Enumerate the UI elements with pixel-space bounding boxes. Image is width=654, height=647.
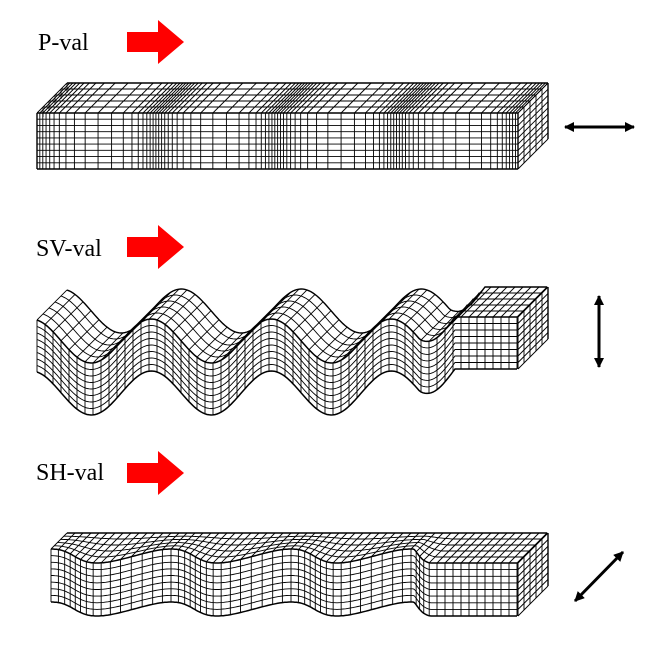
sv-wave-block (36, 286, 549, 416)
p-wave-label: P-val (38, 30, 89, 56)
p-wave-propagation-arrow-icon (127, 20, 184, 64)
sv-wave-propagation-arrow-icon (127, 225, 184, 269)
p-wave-block (36, 82, 549, 170)
p-wave-panel: P-val (36, 20, 635, 170)
sh-wave-block (50, 532, 549, 617)
sv-wave-panel: SV-val (36, 225, 604, 416)
sv-wave-label: SV-val (36, 236, 102, 262)
sh-wave-motion-arrow-icon (573, 550, 625, 603)
sh-wave-propagation-arrow-icon (127, 451, 184, 495)
sh-wave-panel: SH-val (36, 451, 625, 617)
sh-wave-label: SH-val (36, 460, 104, 486)
